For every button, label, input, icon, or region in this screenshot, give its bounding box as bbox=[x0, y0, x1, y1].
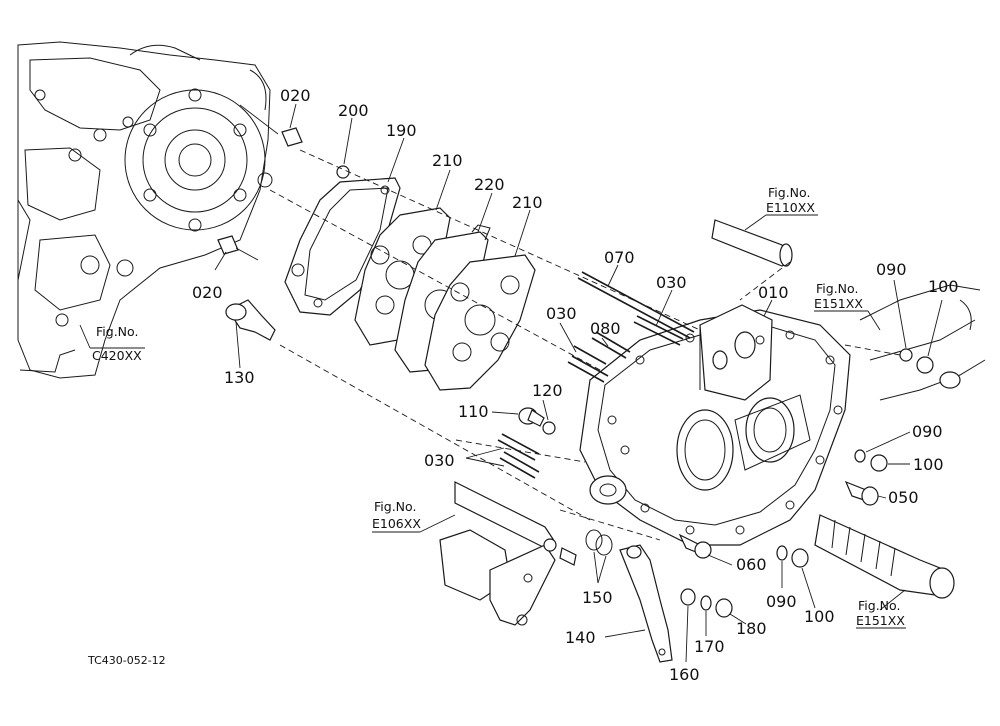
washer-090-mid bbox=[854, 449, 866, 463]
label-210-rear: 210 bbox=[512, 193, 543, 212]
label-060: 060 bbox=[736, 555, 767, 574]
studs-030-lower bbox=[497, 433, 540, 479]
nut-180 bbox=[715, 598, 733, 618]
housing-010 bbox=[579, 304, 851, 546]
label-010: 010 bbox=[758, 283, 789, 302]
figref-c420-title: Fig.No. bbox=[96, 324, 138, 339]
label-030-lower: 030 bbox=[424, 451, 455, 470]
right-bracket-e151 bbox=[859, 284, 986, 401]
figref-e110-title: Fig.No. bbox=[768, 185, 810, 200]
label-220: 220 bbox=[474, 175, 505, 194]
stud-080 bbox=[591, 331, 631, 359]
figref-e106-title: Fig.No. bbox=[374, 499, 416, 514]
plate-190 bbox=[284, 177, 401, 316]
figref-e151-lower: Fig.No. E151XX bbox=[856, 598, 905, 628]
oring-150-b bbox=[595, 534, 613, 556]
washer-090-top bbox=[899, 348, 913, 362]
nut-100-top bbox=[916, 356, 934, 374]
figref-e106: Fig.No. E106XX bbox=[372, 499, 421, 531]
label-170: 170 bbox=[694, 637, 725, 656]
label-160: 160 bbox=[669, 665, 700, 684]
drawing-code: TC430-052-12 bbox=[87, 654, 166, 667]
label-090-top: 090 bbox=[876, 260, 907, 279]
leader-lines bbox=[79, 103, 943, 663]
pin-020-lower bbox=[217, 235, 239, 255]
figref-e151-lower-title: Fig.No. bbox=[858, 598, 900, 613]
washer-160 bbox=[680, 588, 696, 606]
figref-e151-lower-code: E151XX bbox=[856, 613, 905, 628]
fork-assembly-e106 bbox=[439, 481, 577, 626]
label-090-bottom: 090 bbox=[766, 592, 797, 611]
bolt-110 bbox=[518, 407, 545, 427]
studs-030-upper bbox=[633, 315, 684, 346]
label-210-front: 210 bbox=[432, 151, 463, 170]
label-030-mid: 030 bbox=[546, 304, 577, 323]
shaft-e151 bbox=[814, 514, 955, 599]
label-130: 130 bbox=[224, 368, 255, 387]
nut-100-bottom bbox=[791, 548, 809, 568]
engine-block-casting bbox=[17, 41, 273, 379]
figref-c420-code: C420XX bbox=[92, 348, 142, 363]
label-090-mid: 090 bbox=[912, 422, 943, 441]
label-100-mid: 100 bbox=[913, 455, 944, 474]
part-labels: 010 020 020 030 030 030 050 060 070 080 … bbox=[192, 86, 959, 684]
label-020-lower: 020 bbox=[192, 283, 223, 302]
label-180: 180 bbox=[736, 619, 767, 638]
washer-090-bottom bbox=[776, 545, 788, 561]
label-110: 110 bbox=[458, 402, 489, 421]
label-080: 080 bbox=[590, 319, 621, 338]
figref-e151-upper-code: E151XX bbox=[814, 296, 863, 311]
label-120: 120 bbox=[532, 381, 563, 400]
lever-140 bbox=[619, 544, 673, 663]
label-020-upper: 020 bbox=[280, 86, 311, 105]
figref-e106-code: E106XX bbox=[372, 516, 421, 531]
figref-c420: Fig.No. C420XX bbox=[92, 324, 142, 363]
label-050: 050 bbox=[888, 488, 919, 507]
label-150: 150 bbox=[582, 588, 613, 607]
label-030-upper: 030 bbox=[656, 273, 687, 292]
washer-120 bbox=[542, 421, 556, 435]
label-140: 140 bbox=[565, 628, 596, 647]
label-190: 190 bbox=[386, 121, 417, 140]
label-100-bottom: 100 bbox=[804, 607, 835, 626]
pin-020-upper bbox=[281, 127, 303, 147]
figref-e151-upper-title: Fig.No. bbox=[816, 281, 858, 296]
washer-170 bbox=[700, 595, 712, 611]
studs-030-mid bbox=[567, 345, 609, 383]
label-200: 200 bbox=[338, 101, 369, 120]
figref-e110: Fig.No. E110XX bbox=[766, 185, 815, 215]
oring-150-a bbox=[585, 529, 603, 551]
shaft-e110 bbox=[711, 219, 793, 267]
disc-210-rear bbox=[424, 254, 536, 391]
figref-e110-code: E110XX bbox=[766, 200, 815, 215]
label-100-top: 100 bbox=[928, 277, 959, 296]
figure-references: Fig.No. C420XX Fig.No. E110XX Fig.No. E1… bbox=[92, 185, 905, 628]
bolt-060 bbox=[678, 533, 712, 559]
bolt-130 bbox=[225, 299, 276, 341]
bolt-050 bbox=[844, 480, 879, 506]
label-070: 070 bbox=[604, 248, 635, 267]
nut-100-mid bbox=[870, 454, 888, 472]
alignment-lines bbox=[269, 149, 901, 541]
figref-e151-upper: Fig.No. E151XX bbox=[814, 281, 863, 311]
